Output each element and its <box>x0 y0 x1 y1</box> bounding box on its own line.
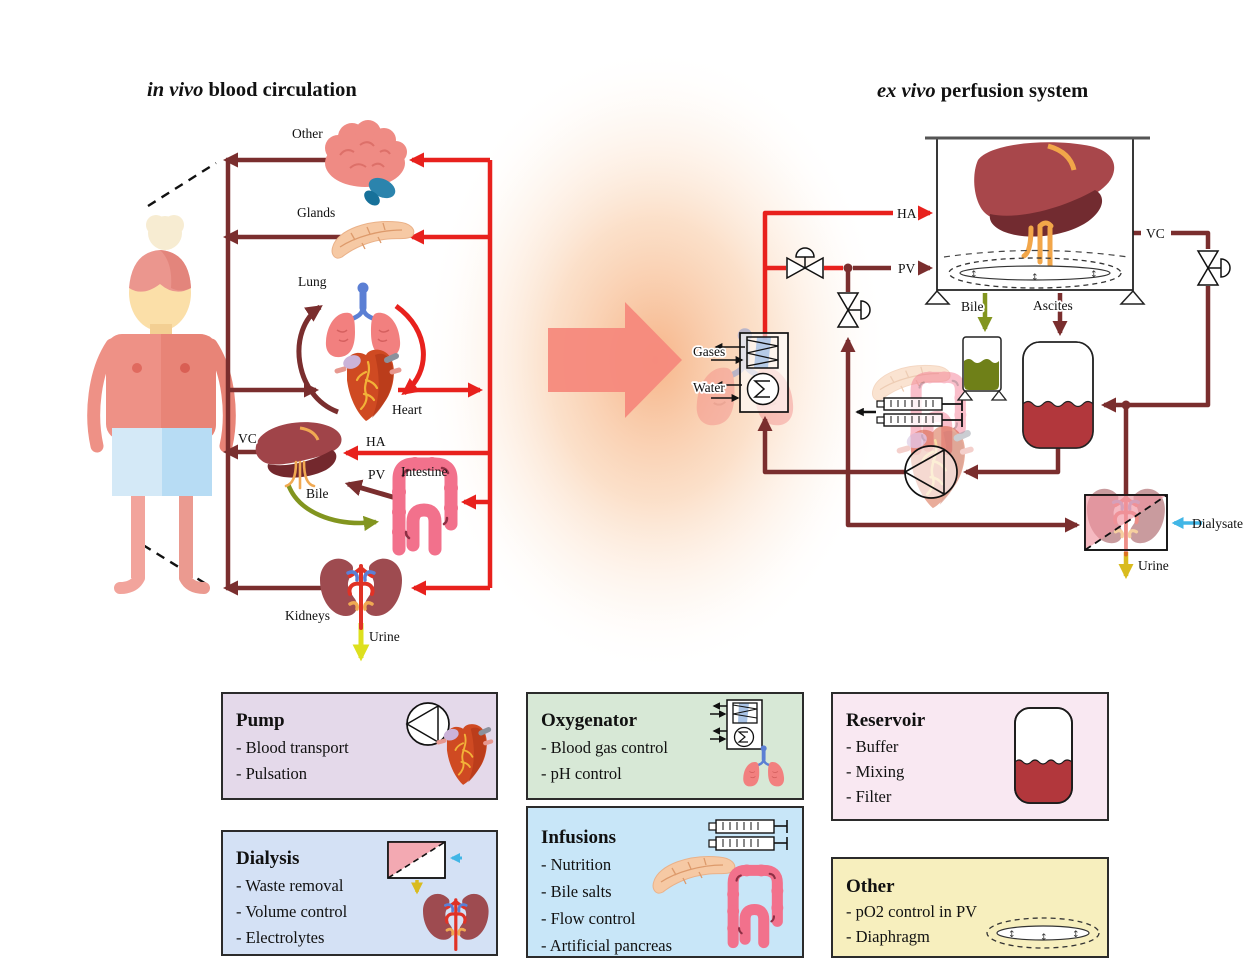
bile-bottle <box>956 336 1008 401</box>
legend-item: - Diaphragm <box>846 927 930 946</box>
label-ascites: Ascites <box>1033 298 1073 313</box>
diaphragm-motion-arrow: ↕ <box>1008 930 1016 940</box>
legend-item: - Blood transport <box>236 738 349 757</box>
label-lung: Lung <box>298 274 327 289</box>
label-gases: Gases <box>693 344 725 359</box>
legend-title: Other <box>846 876 895 897</box>
label-glands: Glands <box>297 205 335 220</box>
lungs-icon <box>326 283 400 358</box>
invivo-panel: Other Glands Lung Heart VC HA PV Bile In… <box>87 119 493 662</box>
legend-item: - Bile salts <box>541 882 612 901</box>
legend-item: - Buffer <box>846 737 899 756</box>
legend-item: - Mixing <box>846 762 904 781</box>
legend-box-dialysis: Dialysis - Waste removal - Volume contro… <box>221 830 498 956</box>
pv-junction-dot <box>843 263 853 273</box>
venous-tubing <box>757 230 1211 580</box>
liver-chamber-icon <box>974 142 1114 271</box>
label-heart: Heart <box>392 402 422 417</box>
diaphragm-motion-arrow: ↕ <box>1072 930 1080 940</box>
legend-title: Infusions <box>541 827 616 848</box>
label-bile: Bile <box>306 486 329 501</box>
label-other: Other <box>292 126 323 141</box>
label-exvivo-bile: Bile <box>961 299 984 314</box>
legend-box-other: ↕ ↕ ↕ Other - pO2 control in PV - Diaphr… <box>831 857 1109 958</box>
oxygenator-unit <box>711 332 789 413</box>
legend-box-pump: Pump - Blood transport - Pulsation <box>221 692 498 800</box>
kidneys-icon <box>318 556 404 630</box>
valve-pv-mix <box>786 247 824 280</box>
title-exvivo: ex vivo perfusion system <box>877 80 1088 102</box>
exvivo-panel: ↕ ↕ ↕ <box>691 136 1243 580</box>
diaphragm-motion-arrow: ↕ <box>1040 933 1048 943</box>
legend: Pump - Blood transport - Pulsation Oxyge… <box>221 692 1109 958</box>
label-ha: HA <box>366 434 386 449</box>
label-exvivo-ha: HA <box>897 206 917 221</box>
legend-item: - Pulsation <box>236 764 307 783</box>
pump-unit <box>903 445 958 499</box>
liver-icon <box>254 420 344 490</box>
infusion-syringes <box>876 397 963 427</box>
legend-box-oxygenator: Oxygenator - Blood gas control - pH cont… <box>526 692 804 800</box>
pump-symbol-icon <box>406 702 450 746</box>
transition-arrow <box>548 302 682 418</box>
legend-item: - Nutrition <box>541 855 611 874</box>
label-water: Water <box>693 380 725 395</box>
legend-item: - pO2 control in PV <box>846 902 977 921</box>
valve-pv-bypass <box>836 292 871 328</box>
label-intestine: Intestine <box>401 464 448 479</box>
diaphragm-motion-arrow: ↕ <box>1031 273 1039 283</box>
arterial-supply-lines <box>342 152 493 596</box>
legend-box-infusions: Infusions - Nutrition - Bile salts - Flo… <box>526 806 804 958</box>
heart-icon <box>337 350 399 421</box>
pancreas-icon <box>331 220 415 259</box>
syringes-legend-icon <box>708 819 788 851</box>
title-invivo: in vivo blood circulation <box>147 79 357 101</box>
organ-chamber: ↕ ↕ ↕ <box>924 136 1150 305</box>
oxygenated-tubing <box>762 205 934 340</box>
legend-item: - Volume control <box>236 902 348 921</box>
legend-title: Dialysis <box>236 848 299 869</box>
legend-item: - Flow control <box>541 909 636 928</box>
diaphragm-motion-arrow: ↕ <box>1090 270 1098 280</box>
label-urine: Urine <box>369 629 400 644</box>
legend-title: Pump <box>236 710 285 731</box>
legend-item: - Blood gas control <box>541 738 668 757</box>
label-exvivo-vc: VC <box>1146 226 1165 241</box>
legend-item: - pH control <box>541 764 622 783</box>
reservoir-tank <box>1022 341 1094 449</box>
vc-junction-dot <box>1121 400 1131 410</box>
label-pv: PV <box>368 467 386 482</box>
brain-icon <box>324 119 408 210</box>
reservoir-symbol-icon <box>1014 707 1073 804</box>
legend-item: - Waste removal <box>236 876 344 895</box>
label-exvivo-urine: Urine <box>1138 558 1169 573</box>
oxygenator-symbol-icon <box>710 699 763 750</box>
diaphragm-legend-icon: ↕ ↕ ↕ <box>986 917 1100 949</box>
legend-item: - Artificial pancreas <box>541 936 672 955</box>
zoom-dashed-lines <box>142 161 217 589</box>
valve-vc <box>1196 250 1231 286</box>
dialysis-symbol-icon <box>387 841 462 895</box>
label-exvivo-pv: PV <box>898 261 916 276</box>
human-figure <box>87 215 236 594</box>
bile-flow-arrow <box>285 483 380 532</box>
legend-title: Oxygenator <box>541 710 638 731</box>
dialysis-unit <box>1084 486 1168 557</box>
legend-title: Reservoir <box>846 710 926 731</box>
legend-box-reservoir: Reservoir - Buffer - Mixing - Filter <box>831 692 1109 821</box>
label-dialysate: Dialysate <box>1192 516 1243 531</box>
legend-item: - Electrolytes <box>236 928 324 947</box>
label-vc: VC <box>238 431 257 446</box>
diaphragm-icon: ↕ ↕ ↕ <box>948 257 1122 289</box>
label-kidneys: Kidneys <box>285 608 330 623</box>
diaphragm-motion-arrow: ↕ <box>970 270 978 280</box>
legend-item: - Filter <box>846 787 892 806</box>
